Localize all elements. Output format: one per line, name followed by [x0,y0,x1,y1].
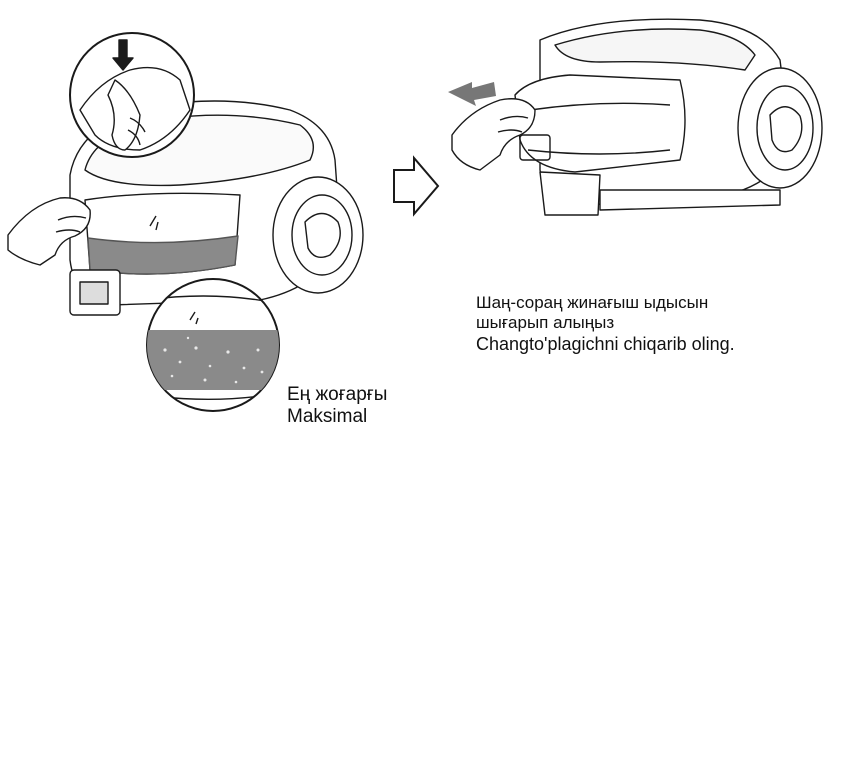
maximum-level-kazakh: Ең жоғарғы [287,384,388,405]
remove-container-kazakh-line2: шығарып алыңыз [476,312,615,332]
remove-container-caption: Шаң-сораң жинағыш ыдысын шығарып алыңыз … [476,293,735,355]
remove-container-kazakh-line1: Шаң-сораң жинағыш ыдысын [476,293,709,312]
maximum-level-uzbek: Maksimal [287,405,368,427]
pull-arrow-icon [448,82,496,106]
maximum-level-caption: Ең жоғарғы Maksimal [287,384,387,428]
step1-vacuum-illustration [7,32,364,412]
step2-vacuum-illustration [448,18,823,216]
hollow-arrow-right-icon [393,155,440,217]
remove-container-uzbek: Changto'plagichni chiqarib oling. [476,334,735,355]
